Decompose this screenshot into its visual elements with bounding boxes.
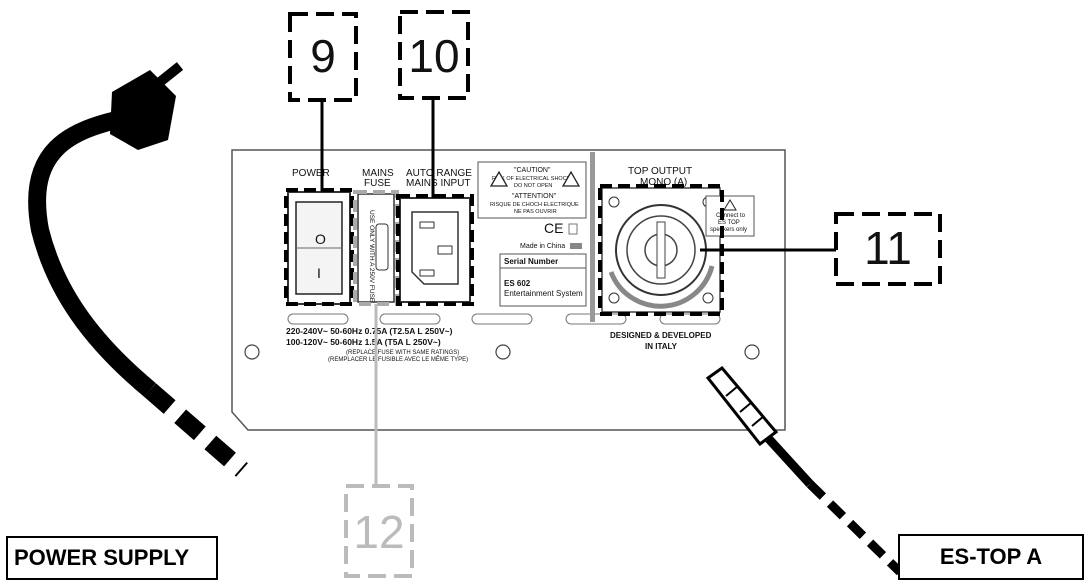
speaker-cable-dashed bbox=[806, 480, 904, 576]
fuse-label-line1: MAINS bbox=[362, 168, 394, 179]
panel-separator bbox=[590, 152, 595, 322]
caution-title-fr: "ATTENTION" bbox=[512, 193, 557, 200]
caution-line1: RISK OF ELECTRICAL SHOCK bbox=[492, 176, 571, 182]
ratings-line3: (REPLACE FUSE WITH SAME RATINGS) bbox=[346, 350, 459, 356]
switch-off-mark: O bbox=[315, 231, 326, 247]
speakon-plug-ring bbox=[739, 401, 753, 413]
connect-note-line2: ES TOP bbox=[718, 220, 740, 226]
ratings-line4: (REMPLACER LE FUSIBLE AVEC LE MÊME TYPE) bbox=[328, 355, 468, 363]
caution-line1-fr: RISQUE DE CHOCH ELECTRIQUE bbox=[490, 202, 579, 208]
speakon-arc bbox=[608, 265, 715, 309]
es-top-label: ES-TOP A bbox=[898, 534, 1084, 580]
input-label-line2: MAINS INPUT bbox=[406, 178, 470, 189]
power-plug-tip bbox=[156, 62, 184, 86]
serial-sticker bbox=[499, 253, 587, 307]
caution-sticker bbox=[477, 161, 587, 219]
fuse-label-line2: FUSE bbox=[364, 178, 391, 189]
slot bbox=[565, 313, 627, 325]
callout-number-12: 12 bbox=[353, 506, 404, 558]
mains-inlet-socket bbox=[411, 211, 459, 285]
mount-hole-right bbox=[744, 344, 760, 360]
callout-box-10 bbox=[398, 10, 470, 100]
warning-triangle-icon bbox=[723, 199, 737, 211]
screw bbox=[608, 196, 620, 208]
caution-line2-fr: NE PAS OUVRIR bbox=[514, 209, 557, 215]
speakon-plug bbox=[705, 365, 779, 447]
ce-mark: CE bbox=[544, 220, 563, 236]
highlight-mains-input bbox=[396, 194, 474, 306]
ratings-line1: 220-240V~ 50-60Hz 0.75A (T2.5A L 250V~) bbox=[286, 326, 453, 336]
power-label: POWER bbox=[292, 168, 330, 179]
connect-note-line1: Connect to bbox=[716, 213, 746, 219]
callout-number-10: 10 bbox=[408, 30, 459, 82]
power-supply-label-text: POWER SUPPLY bbox=[14, 545, 190, 570]
input-label-line1: AUTO RANGE bbox=[406, 168, 472, 179]
caution-line2: DO NOT OPEN bbox=[514, 183, 552, 189]
callout-box-12 bbox=[344, 484, 414, 578]
speaker-cable bbox=[764, 434, 814, 488]
mount-hole-left bbox=[244, 344, 260, 360]
pin bbox=[419, 221, 435, 229]
power-cable bbox=[28, 109, 156, 397]
caution-title: "CAUTION" bbox=[514, 167, 551, 174]
speakon-key bbox=[656, 221, 666, 279]
pin bbox=[419, 269, 435, 277]
pin bbox=[437, 245, 453, 255]
designed-line2: IN ITALY bbox=[645, 342, 678, 351]
speakon-plug-ring bbox=[751, 415, 765, 427]
screw bbox=[702, 292, 714, 304]
es-top-label-text: ES-TOP A bbox=[939, 544, 1043, 569]
callout-number-11: 11 bbox=[864, 222, 912, 274]
callout-box-9 bbox=[288, 12, 358, 102]
callout-number-9: 9 bbox=[310, 30, 336, 82]
fuse-holder-text: USE ONLY WITH A 250V FUSE bbox=[368, 210, 375, 303]
power-supply-label: POWER SUPPLY bbox=[6, 536, 218, 580]
warning-triangle-icon bbox=[489, 170, 509, 187]
switch-on-mark: I bbox=[317, 265, 321, 281]
made-in-label: Made in China bbox=[520, 243, 565, 250]
slot bbox=[379, 313, 441, 325]
callout-box-11 bbox=[834, 212, 942, 286]
model-description: Entertainment System bbox=[504, 289, 583, 298]
ratings-line2: 100-120V~ 50-60Hz 1.5A (T5A L 250V~) bbox=[286, 337, 441, 347]
connect-note-line3: speakers only bbox=[710, 227, 747, 233]
top-output-label-line1: TOP OUTPUT bbox=[628, 166, 692, 177]
fuse-cap bbox=[375, 223, 389, 271]
slot bbox=[471, 313, 533, 325]
screw bbox=[608, 292, 620, 304]
warning-triangle-icon bbox=[561, 170, 581, 187]
model-name: ES 602 bbox=[504, 279, 531, 288]
power-plug bbox=[110, 70, 176, 150]
serial-label: Serial Number bbox=[504, 257, 558, 266]
top-output-label-line2: MONO (A) bbox=[640, 177, 687, 188]
designed-line1: DESIGNED & DEVELOPED bbox=[610, 331, 712, 340]
speakon-plug-ring bbox=[725, 385, 739, 397]
mount-hole-center bbox=[495, 344, 511, 360]
power-cable-dashed bbox=[144, 383, 248, 477]
weee-bin-icon bbox=[568, 223, 578, 235]
made-in-swatch bbox=[570, 243, 582, 249]
slot bbox=[287, 313, 349, 325]
